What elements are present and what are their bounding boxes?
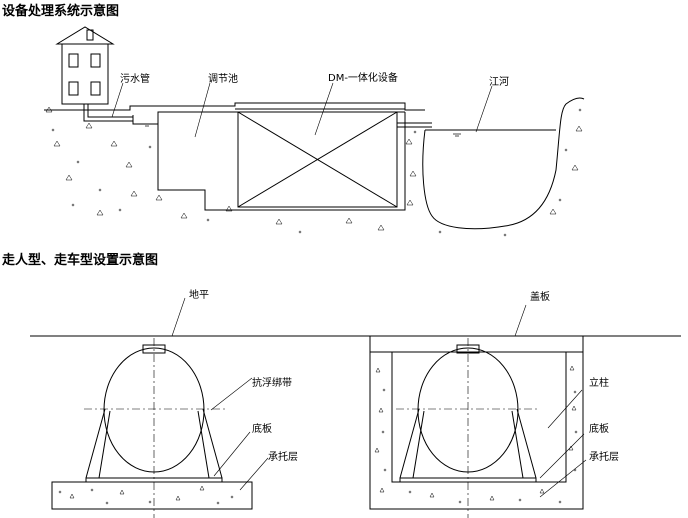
base-label-left: 底板: [252, 424, 272, 435]
sewage-pipe: [83, 82, 133, 122]
ground-label: 地平: [189, 290, 209, 301]
bearing-left: [51, 457, 269, 510]
integrated-equipment: [237, 82, 398, 208]
bearing-label-right: 承托层: [589, 452, 619, 463]
soil-hatching-top: [45, 106, 583, 237]
equipment-label: DM-一体化设备: [328, 73, 398, 84]
pillar-label: 立柱: [589, 378, 609, 389]
pit-wall: [369, 336, 584, 510]
tank-left: [84, 338, 226, 518]
cover-slab: [514, 304, 527, 337]
install-diagram-title: 走人型、走车型设置示意图: [2, 253, 159, 268]
strap-right: [399, 408, 537, 483]
base-left: [85, 431, 251, 483]
equalization-tank: [132, 82, 406, 211]
ground-surface: [44, 97, 585, 230]
strap-left: [85, 377, 253, 479]
river-label: 江河: [489, 77, 509, 88]
ground-line: [30, 297, 681, 337]
discharge-pipe: [397, 122, 432, 128]
tank-label: 调节池: [208, 74, 238, 85]
base-label-right: 底板: [589, 424, 609, 435]
process-diagram-title: 设备处理系统示意图: [2, 4, 120, 19]
pillar-leader: [539, 389, 587, 498]
tank-right: [396, 338, 540, 518]
cover-label: 盖板: [530, 292, 550, 303]
sewage-pipe-label: 污水管: [120, 74, 150, 85]
house-icon: [55, 26, 115, 105]
strap-label: 抗浮绑带: [252, 378, 292, 389]
river-water: [143, 85, 556, 137]
bearing-label-left: 承托层: [268, 452, 298, 463]
